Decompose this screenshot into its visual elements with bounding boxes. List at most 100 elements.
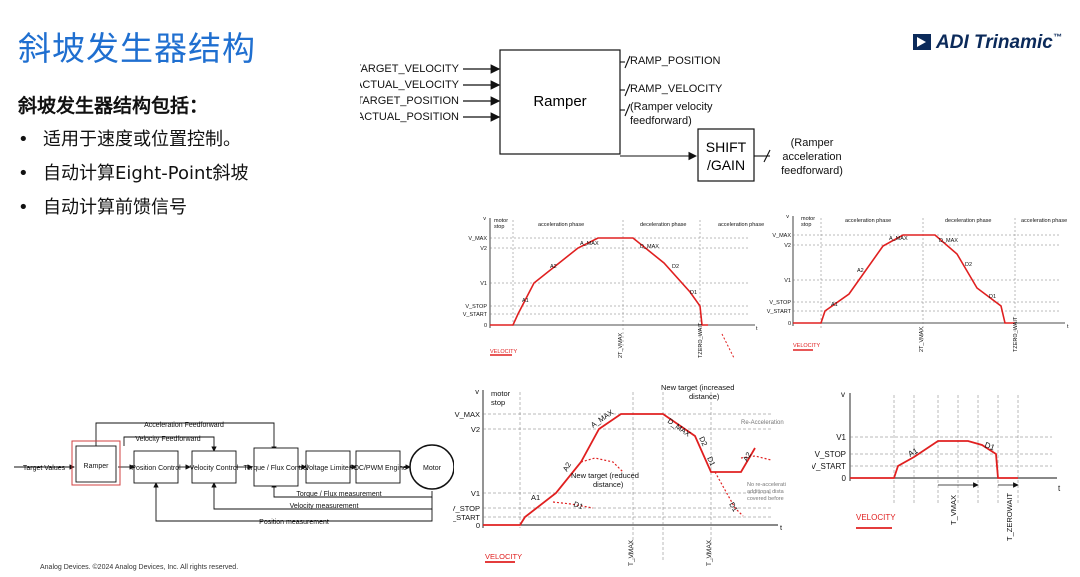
bullet-text: 适用于速度或位置控制。 (43, 129, 241, 150)
seg-a1: A1 (522, 298, 529, 304)
ytick-vstop: V_STOP (815, 450, 846, 459)
annot-no-reaccel-3: covered before (747, 496, 784, 502)
velocity-plot-right: v t V1 V_STOP V_START 0 A1 D1 T_VMAX T_Z… (812, 390, 1061, 541)
velocity-curve (483, 413, 756, 526)
output-ramp-position: RAMP_POSITION (630, 55, 721, 67)
motor-circle (409, 444, 454, 490)
v-axis-label: v (841, 390, 845, 399)
velocity-plot-large: v t motor stop V_MAX V2 V1 V_STOP V_STAR… (453, 383, 786, 566)
seg-d1: D1 (705, 455, 717, 467)
t-axis-label: t (1067, 324, 1069, 330)
legend-velocity: VELOCITY (490, 349, 518, 355)
xmark-2tvmax: 2T_VMAX (618, 333, 624, 358)
ytick-vstop: V_STOP (453, 504, 480, 513)
velocity-curve (490, 237, 708, 326)
ytick-vmax: V_MAX (468, 236, 487, 242)
block-voltage-limiter: Voltage Limiter (305, 465, 352, 472)
input-target-velocity: TARGET_VELOCITY (360, 63, 460, 75)
ytick-vstart: V_START (767, 309, 792, 315)
xmark-tvmax-2: T_VMAX (706, 539, 713, 566)
ytick-v1: V1 (836, 433, 846, 442)
motor-stop-1: motor (491, 389, 511, 398)
seg-a2: A2 (550, 264, 557, 270)
velocity-plot-small-2: v t motor stop acceleration phase decele… (767, 214, 1069, 352)
footer-copyright: Analog Devices. ©2024 Analog Devices, In… (40, 564, 239, 571)
velocity-curve (793, 234, 1015, 324)
xmark-tvmax-1: T_VMAX (628, 539, 635, 566)
logo-tm: ™ (1052, 32, 1062, 42)
xmark-tzerowait: TZERO_WAIT (1013, 316, 1019, 352)
input-target-position: TARGET_POSITION (360, 95, 459, 107)
annot-increased-1: New target (increased (661, 383, 734, 392)
slide-title: 斜坡发生器结构 (18, 29, 256, 68)
input-actual-position: ACTUAL_POSITION (360, 111, 459, 123)
seg-a1: A1 (831, 302, 838, 308)
block-velocity-control: Velocity Control (190, 465, 239, 472)
fb-velocity-measurement: Velocity measurement (290, 503, 359, 510)
block-ramper: Ramper (84, 463, 110, 470)
seg-a1: A1 (907, 446, 920, 459)
velocity-plot-small-1: v t motor stop acceleration phase decele… (463, 216, 764, 359)
adi-trinamic-logo: ADI Trinamic™ (913, 32, 1062, 54)
phase-deceleration: deceleration phase (640, 222, 686, 228)
seg-d1: D1 (690, 290, 697, 296)
velocity-curve (850, 440, 1018, 479)
input-actual-velocity: ACTUAL_VELOCITY (360, 79, 460, 91)
ytick-vstop: V_STOP (769, 300, 791, 306)
seg-d2: D2 (965, 262, 972, 268)
phase-acceleration: acceleration phase (845, 218, 891, 224)
seg-d2: D2 (672, 264, 679, 270)
reaccel-dotted-curve (740, 455, 772, 461)
xmark-2tvmax: 2T_VMAX (919, 327, 925, 352)
motor-stop-1: motor (494, 218, 508, 224)
ytick-zero: 0 (788, 321, 791, 327)
seg-dmax: D_MAX (640, 244, 659, 250)
annot-reduced-1: New target (reduced (571, 471, 639, 480)
subheading: 斜坡发生器结构包括： (18, 95, 209, 117)
motor-stop-2: stop (801, 222, 811, 228)
seg-a2: A2 (857, 268, 864, 274)
legend-velocity: VELOCITY (793, 343, 821, 349)
accel-ff-line2: acceleration (782, 151, 841, 163)
v-axis-label: v (786, 214, 789, 220)
bullet-dot: • (18, 163, 29, 184)
gain-label: /GAIN (707, 157, 745, 173)
legend-velocity: VELOCITY (485, 552, 522, 561)
annot-reacceleration: Re-Acceleration (741, 420, 784, 426)
seg-d2: D2 (697, 435, 709, 447)
annot-no-reaccel-2: additional dista (747, 489, 785, 495)
seg-amax: A_MAX (580, 241, 599, 247)
ytick-vstop: V_STOP (465, 304, 487, 310)
seg-dmax: D_MAX (666, 416, 692, 438)
ytick-zero: 0 (842, 474, 847, 483)
d1-dotted-curve (552, 501, 594, 509)
v-axis-label: v (475, 387, 479, 396)
bullet-item: •自动计算前馈信号 (18, 193, 187, 219)
fb-accel-feedforward: Acceleration Feedforward (144, 422, 224, 429)
play-icon (913, 34, 931, 50)
seg-d1-reduced: D1 (572, 499, 584, 511)
velocity-ff-line1: (Ramper velocity (630, 101, 713, 113)
phase-deceleration: deceleration phase (945, 218, 991, 224)
t-axis-label: t (780, 523, 783, 532)
ytick-v1: V1 (784, 278, 791, 284)
seg-amax: A_MAX (889, 236, 908, 242)
bullet-dot: • (18, 197, 29, 218)
block-position-control: Position Control (131, 465, 181, 472)
phase-acceleration-2: acceleration phase (718, 222, 764, 228)
ytick-v1: V1 (471, 489, 480, 498)
shift-label: SHIFT (706, 139, 747, 155)
seg-dmax: D_MAX (939, 238, 958, 244)
legend-velocity: VELOCITY (856, 513, 896, 522)
ytick-v2: V2 (480, 246, 487, 252)
ytick-v2: V2 (784, 243, 791, 249)
ramper-highlight (71, 440, 121, 486)
ytick-vmax: V_MAX (455, 410, 480, 419)
velocity-ff-line2: feedforward) (630, 115, 692, 127)
shift-gain-block (697, 128, 755, 182)
seg-d1-noreaccel: D1 (727, 501, 740, 514)
ytick-zero: 0 (484, 323, 487, 329)
fb-velocity-feedforward: Velocity Feedforward (135, 436, 200, 443)
phase-acceleration-2: acceleration phase (1021, 218, 1067, 224)
ytick-vstart: V_START (463, 312, 488, 318)
